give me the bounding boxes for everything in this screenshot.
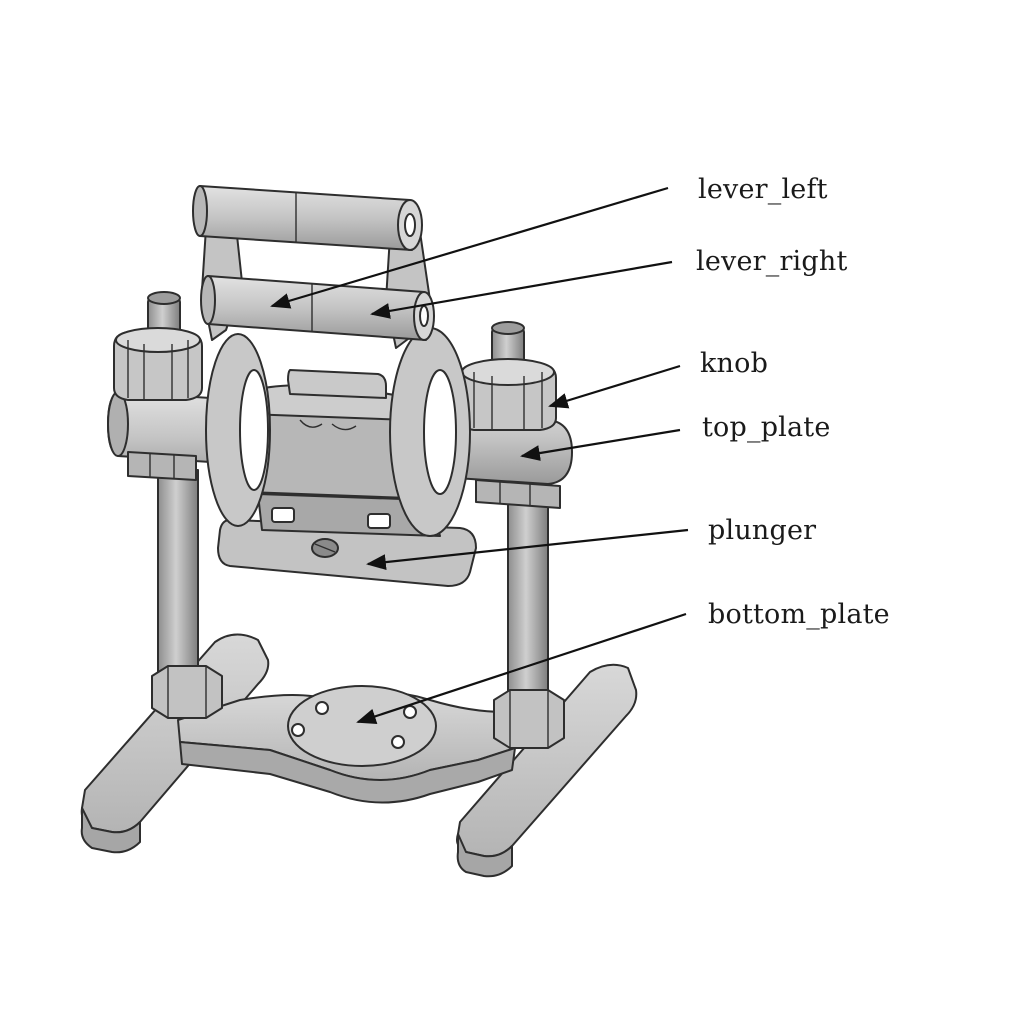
lower-nut-left bbox=[151, 665, 223, 719]
ring-right bbox=[389, 327, 471, 537]
label-lever-right: lever_right bbox=[696, 246, 848, 277]
leader-knob bbox=[548, 364, 681, 409]
knob-left bbox=[113, 327, 203, 401]
ring-left bbox=[205, 333, 271, 527]
label-lever-left: lever_left bbox=[698, 174, 828, 205]
leader-bottom-plate bbox=[356, 612, 687, 724]
label-bottom-plate: bottom_plate bbox=[708, 599, 890, 630]
leader-plunger bbox=[366, 528, 689, 570]
label-plunger: plunger bbox=[708, 515, 817, 546]
leader-top-plate bbox=[520, 428, 681, 461]
leader-lever-right bbox=[370, 260, 673, 319]
plunger bbox=[217, 493, 477, 587]
bottom-plate bbox=[80, 633, 638, 878]
lever-left bbox=[192, 185, 423, 251]
knob-right bbox=[459, 358, 557, 431]
lever-right bbox=[200, 275, 435, 341]
lower-nut-right bbox=[493, 689, 565, 749]
label-top-plate: top_plate bbox=[702, 412, 831, 443]
label-knob: knob bbox=[700, 348, 769, 379]
leader-lever-left bbox=[270, 186, 669, 309]
